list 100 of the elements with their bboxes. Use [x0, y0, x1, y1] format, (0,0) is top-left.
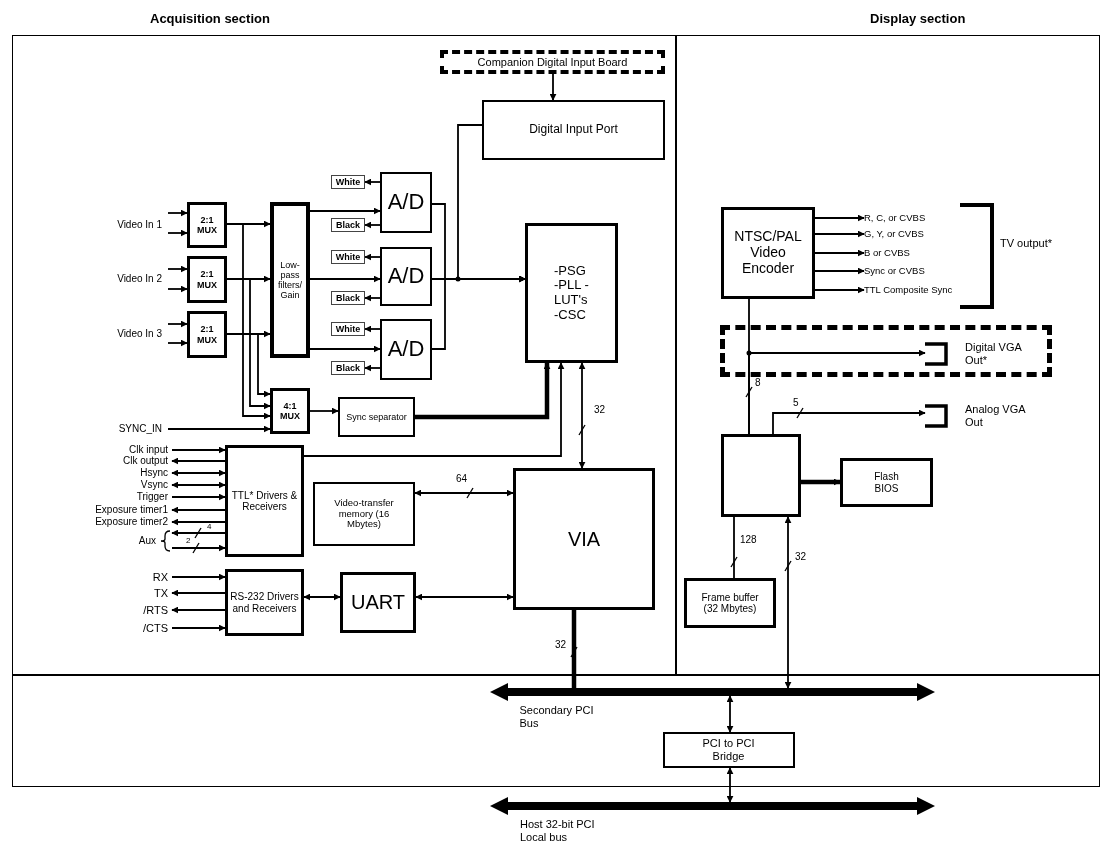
- arrow: [748, 349, 926, 435]
- edge-label: 64: [456, 474, 468, 484]
- arrow: [364, 294, 381, 302]
- mux-block: 2:1 MUX: [187, 256, 227, 303]
- connector-line: [733, 516, 735, 579]
- signal-label: SYNC_IN: [92, 421, 168, 437]
- arrow: [364, 221, 381, 229]
- signal-label: Aux: [100, 529, 172, 553]
- arrow: [171, 573, 226, 581]
- double-arrow: [578, 362, 586, 469]
- bus-band: [12, 675, 1100, 787]
- signal-label: Clk input: [52, 444, 172, 456]
- signal-label: Video In 2: [92, 264, 168, 294]
- arrow: [364, 364, 381, 372]
- uart-block: UART: [340, 572, 416, 633]
- edge-label: 32: [555, 640, 567, 650]
- reference-label: Black: [331, 361, 365, 375]
- adc-block: A/D: [380, 172, 432, 233]
- input-port-block: Digital Input Port: [482, 100, 665, 160]
- arrow: [364, 178, 381, 186]
- signal-label: Video In 1: [92, 210, 168, 240]
- arrow: [309, 407, 339, 415]
- processor-block: -PSG -PLL -LUT's -CSC: [525, 223, 618, 363]
- output-label: R, C, or CVBS: [864, 211, 960, 225]
- output-label: G, Y, or CVBS: [864, 227, 960, 241]
- arrow: [814, 214, 865, 222]
- arrow: [167, 285, 188, 293]
- signal-label: Exposure timer2: [52, 516, 172, 528]
- arrow: [171, 446, 226, 454]
- edge-label: 2: [186, 537, 191, 545]
- group-label: TV output*: [1000, 236, 1053, 251]
- mux-block: 2:1 MUX: [187, 202, 227, 248]
- connector-label: Analog VGA Out: [965, 402, 1027, 430]
- signal-label: RX: [52, 570, 172, 584]
- output-label: Sync or CVBS: [864, 264, 960, 278]
- arrow: [171, 589, 226, 597]
- edge-label: 32: [594, 405, 606, 415]
- reference-label: White: [331, 250, 365, 264]
- double-arrow: [171, 481, 226, 489]
- arrow: [171, 457, 226, 465]
- arrow: [309, 275, 381, 283]
- arrow: [364, 325, 381, 333]
- bus-label: Host 32-bit PCI Local bus: [520, 818, 596, 844]
- arrow: [814, 267, 865, 275]
- signal-label: Video In 3: [92, 319, 168, 349]
- reference-label: Black: [331, 218, 365, 232]
- arrow: [772, 409, 926, 435]
- arrow: [167, 320, 188, 328]
- mux-block: 4:1 MUX: [270, 388, 310, 434]
- chip-block: [721, 434, 801, 517]
- dashed-outline-box: [720, 325, 1052, 377]
- section-heading: Acquisition section: [150, 11, 270, 26]
- arrow: [167, 265, 188, 273]
- edge-label: 128: [740, 535, 757, 545]
- arrow: [801, 478, 841, 486]
- reference-label: Black: [331, 291, 365, 305]
- arrow: [167, 209, 188, 217]
- double-arrow: [415, 593, 514, 601]
- arrow: [171, 544, 226, 552]
- arrow: [171, 518, 226, 526]
- section-heading: Display section: [870, 11, 966, 26]
- arrow: [171, 624, 226, 632]
- adc-block: A/D: [380, 319, 432, 380]
- edge-label: 32: [795, 552, 807, 562]
- signal-label: /RTS: [52, 603, 172, 617]
- double-arrow: [726, 767, 734, 803]
- arrow: [171, 493, 226, 501]
- edge-label: 8: [755, 378, 761, 388]
- double-arrow: [171, 469, 226, 477]
- driver-block: RS-232 Drivers and Receivers: [225, 569, 304, 636]
- signal-label: Vsync: [52, 479, 172, 491]
- arrow: [226, 278, 271, 410]
- frame-buffer-block: Frame buffer (32 Mbytes): [684, 578, 776, 628]
- arrow: [167, 425, 271, 433]
- arrow: [549, 73, 557, 101]
- arrow: [814, 286, 865, 294]
- signal-label: Hsync: [52, 467, 172, 479]
- arrow: [167, 339, 188, 347]
- flash-memory-block: Flash BIOS: [840, 458, 933, 507]
- sync-separator-block: Sync separator: [338, 397, 415, 437]
- reference-label: White: [331, 175, 365, 189]
- via-block: VIA: [513, 468, 655, 610]
- filter-block: Low-pass filters/ Gain: [270, 202, 310, 358]
- input-board-box: Companion Digital Input Board: [440, 50, 665, 74]
- arrow: [814, 230, 865, 238]
- arrow: [171, 606, 226, 614]
- double-arrow: [303, 593, 341, 601]
- reference-label: White: [331, 322, 365, 336]
- arrow: [431, 275, 526, 350]
- double-arrow: [784, 516, 792, 689]
- arrow: [226, 223, 271, 420]
- arrow: [303, 362, 565, 457]
- adc-block: A/D: [380, 247, 432, 306]
- output-label: TTL Composite Sync: [864, 283, 960, 297]
- arrow: [814, 249, 865, 257]
- driver-block: TTL* Drivers & Receivers: [225, 445, 304, 557]
- bus-label: Secondary PCI Bus: [519, 703, 595, 730]
- mux-block: 2:1 MUX: [187, 311, 227, 358]
- double-arrow: [414, 489, 514, 497]
- arrow: [171, 506, 226, 514]
